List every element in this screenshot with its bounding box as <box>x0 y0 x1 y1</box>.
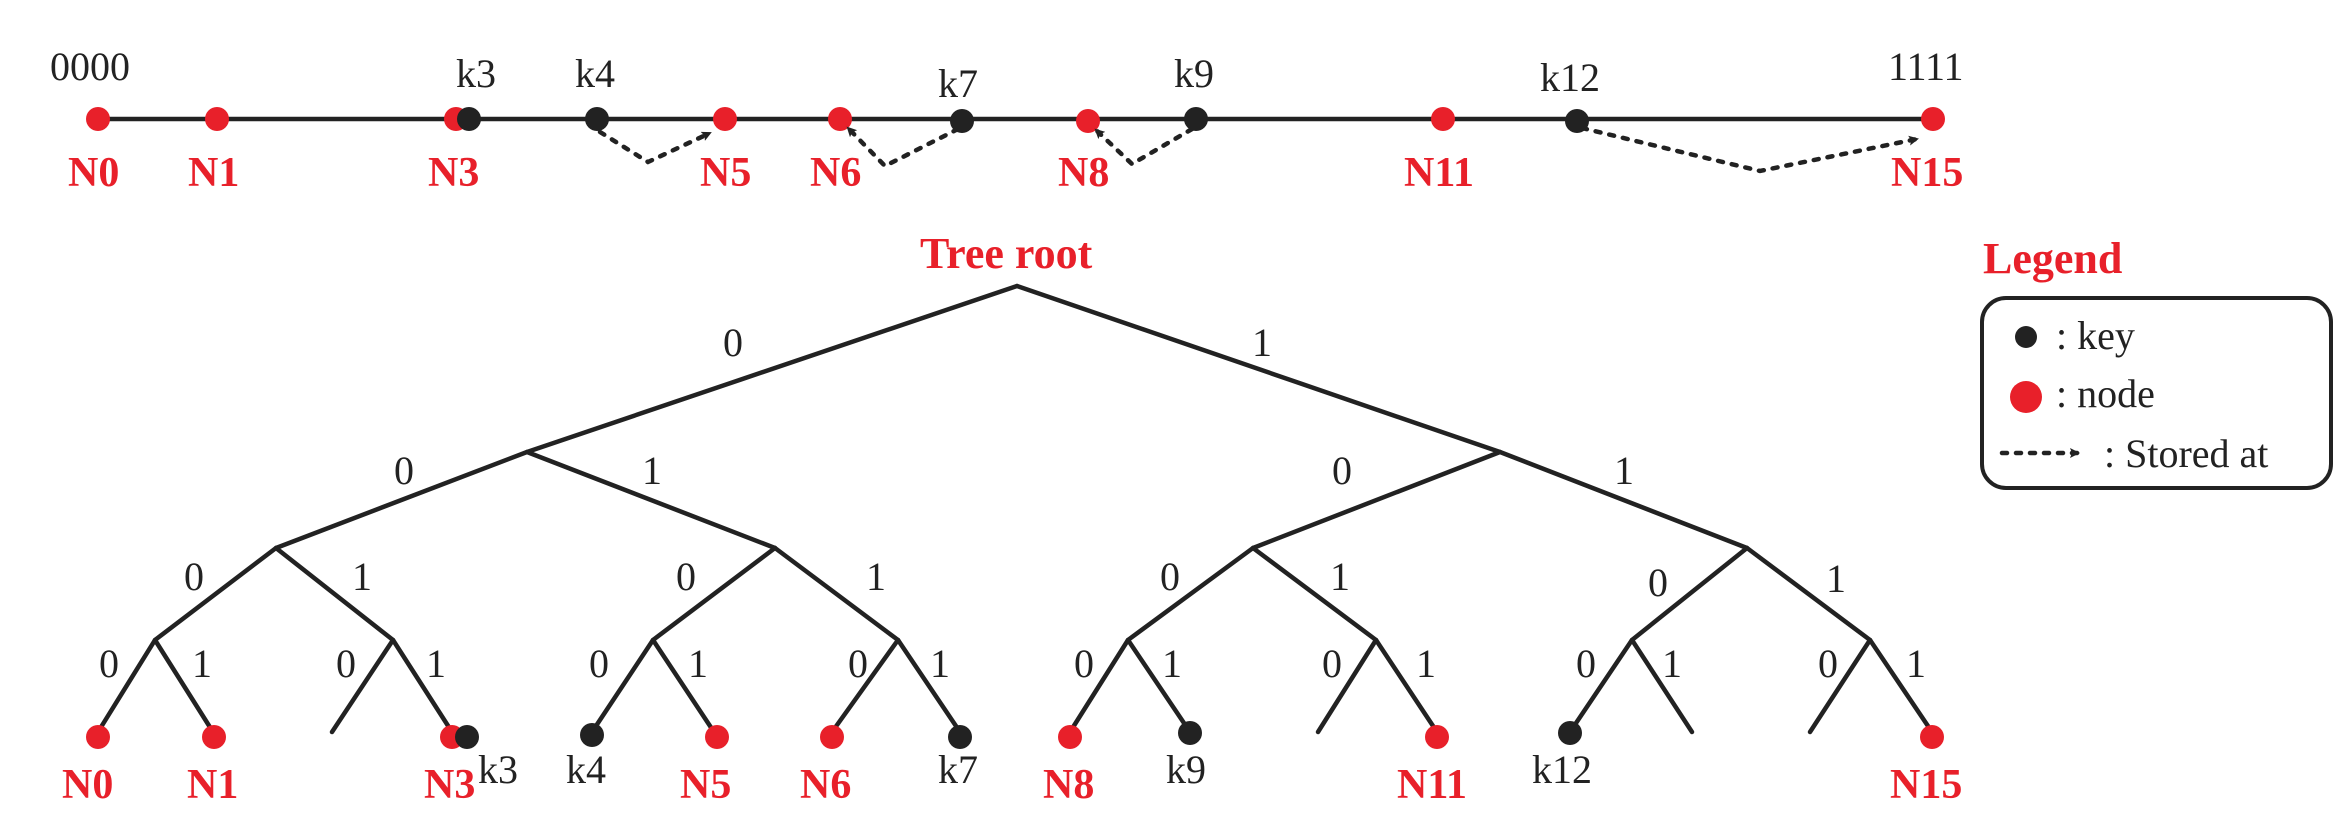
leaf-node-label-n15: N15 <box>1890 762 1962 808</box>
ring-node-n11 <box>1431 107 1455 131</box>
ring-node-n1 <box>205 107 229 131</box>
edge-bit-1: 1 <box>1826 556 1846 601</box>
edge-bit-0: 0 <box>1576 641 1596 686</box>
tree-leaves: N0 N1 N3 N5 N6 N8 N11 N15 k3 k4 k7 k9 k1… <box>62 721 1962 808</box>
leaf-key-label-k12: k12 <box>1532 747 1592 792</box>
ring-node-n6 <box>828 107 852 131</box>
ring-key-label-k4: k4 <box>575 51 615 96</box>
edge-bit-0: 0 <box>394 448 414 493</box>
edge-bit-0: 0 <box>1332 448 1352 493</box>
ring-key-label-k9: k9 <box>1174 51 1214 96</box>
start-label: 0000 <box>50 44 130 89</box>
leaf-node-n5 <box>705 725 729 749</box>
edge-bit-0: 0 <box>676 554 696 599</box>
edge-bit-1: 1 <box>1162 641 1182 686</box>
edge-bit-1: 1 <box>352 554 372 599</box>
edge-bit-labels: 0 1 0 1 0 1 0 1 0 1 0 1 0 1 0 1 0 1 0 1 … <box>99 320 1926 686</box>
leaf-node-label-n1: N1 <box>187 762 238 808</box>
edge-bit-1: 1 <box>1906 641 1926 686</box>
edge-bit-0: 0 <box>1160 554 1180 599</box>
stored-arrow-k7-n6 <box>845 125 961 169</box>
leaf-node-n6 <box>820 725 844 749</box>
edge-bit-1: 1 <box>1252 320 1272 365</box>
stored-arrow-k4-n5 <box>597 129 713 165</box>
identifier-line: 0000 1111 k3 k4 k7 k9 k12 N0 N1 N3 N5 N6… <box>50 44 1964 196</box>
ring-node-n5 <box>713 107 737 131</box>
leaf-node-n1 <box>202 725 226 749</box>
edge-bit-1: 1 <box>688 641 708 686</box>
legend-title: Legend <box>1983 234 2122 283</box>
leaf-key-k4 <box>580 723 604 747</box>
legend-box <box>1980 296 2333 490</box>
edge-bit-1: 1 <box>192 641 212 686</box>
leaf-key-k3 <box>455 725 479 749</box>
legend-node-dot <box>2010 381 2042 413</box>
legend-key-dot <box>2015 326 2037 348</box>
ring-node-n0 <box>86 107 110 131</box>
leaf-node-n15 <box>1920 725 1944 749</box>
stored-arrow-k9-n8 <box>1093 126 1195 167</box>
ring-node-n8 <box>1076 109 1100 133</box>
legend-key-label: : key <box>2056 313 2135 358</box>
leaf-node-label-n0: N0 <box>62 762 113 808</box>
leaf-key-k12 <box>1558 721 1582 745</box>
binary-tree <box>95 283 1935 735</box>
edge-bit-0: 0 <box>589 641 609 686</box>
ring-node-label-n5: N5 <box>700 150 751 196</box>
edge-bit-0: 0 <box>1322 641 1342 686</box>
ring-node-label-n15: N15 <box>1891 150 1963 196</box>
ring-node-label-n8: N8 <box>1058 150 1109 196</box>
edge-bit-0: 0 <box>1818 641 1838 686</box>
edge-bit-0: 0 <box>1648 560 1668 605</box>
ring-key-label-k7: k7 <box>938 61 978 106</box>
ring-key-k3 <box>457 107 481 131</box>
end-label: 1111 <box>1888 44 1964 89</box>
leaf-node-n11 <box>1425 725 1449 749</box>
ring-key-k4 <box>585 107 609 131</box>
ring-key-label-k12: k12 <box>1540 55 1600 100</box>
stored-arrow-k12-n15 <box>1579 125 1920 174</box>
edge-bit-0: 0 <box>848 641 868 686</box>
edge-bit-1: 1 <box>1662 641 1682 686</box>
ring-node-label-n3: N3 <box>428 150 479 196</box>
leaf-key-k7 <box>948 725 972 749</box>
tree-root-label: Tree root <box>920 229 1093 278</box>
edge-bit-1: 1 <box>1416 641 1436 686</box>
ring-node-label-n6: N6 <box>810 150 861 196</box>
leaf-node-label-n6: N6 <box>800 762 851 808</box>
leaf-key-label-k7: k7 <box>938 747 978 792</box>
leaf-key-label-k9: k9 <box>1166 747 1206 792</box>
edge-bit-1: 1 <box>1614 448 1634 493</box>
edge-bit-0: 0 <box>723 320 743 365</box>
ring-node-label-n1: N1 <box>188 150 239 196</box>
leaf-node-label-n3: N3 <box>424 762 475 808</box>
ring-node-label-n0: N0 <box>68 150 119 196</box>
edge-bit-0: 0 <box>99 641 119 686</box>
edge-bit-0: 0 <box>184 554 204 599</box>
leaf-key-label-k4: k4 <box>566 747 606 792</box>
ring-node-n15 <box>1921 107 1945 131</box>
leaf-node-n8 <box>1058 725 1082 749</box>
ring-node-label-n11: N11 <box>1404 150 1474 196</box>
leaf-node-label-n11: N11 <box>1397 762 1467 808</box>
legend-node-label: : node <box>2056 371 2155 416</box>
ring-key-k7 <box>950 109 974 133</box>
leaf-node-label-n8: N8 <box>1043 762 1094 808</box>
edge-bit-1: 1 <box>930 641 950 686</box>
edge-bit-1: 1 <box>1330 554 1350 599</box>
edge-bit-0: 0 <box>336 641 356 686</box>
edge-bit-1: 1 <box>866 554 886 599</box>
ring-key-label-k3: k3 <box>456 51 496 96</box>
edge-bit-0: 0 <box>1074 641 1094 686</box>
ring-key-k9 <box>1184 107 1208 131</box>
edge-bit-1: 1 <box>642 448 662 493</box>
legend: Legend : key : node : Stored at <box>1980 234 2333 490</box>
edge-bit-1: 1 <box>426 641 446 686</box>
leaf-node-label-n5: N5 <box>680 762 731 808</box>
leaf-key-k9 <box>1178 721 1202 745</box>
leaf-key-label-k3: k3 <box>478 747 518 792</box>
legend-stored-label: : Stored at <box>2104 431 2268 476</box>
leaf-node-n0 <box>86 725 110 749</box>
